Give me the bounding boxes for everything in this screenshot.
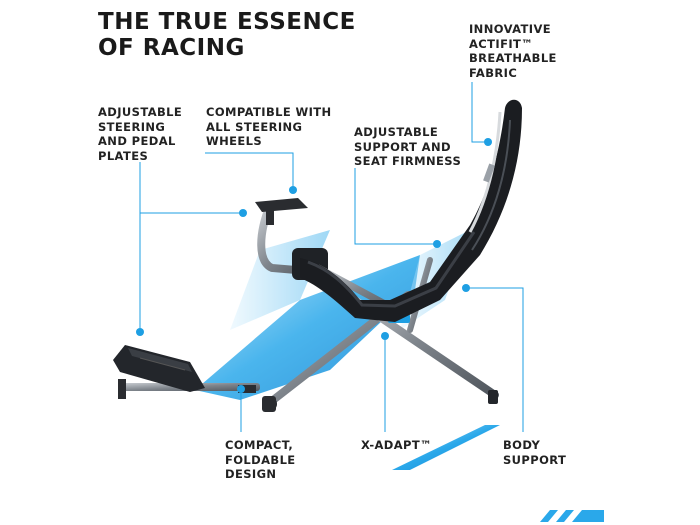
callout-body-line: BODY xyxy=(503,438,541,452)
callout-body-line: SUPPORT xyxy=(503,452,567,467)
page-title: THE TRUE ESSENCE OF RACING xyxy=(98,9,356,61)
callout-fabric-line: ACTIFIT™ xyxy=(469,36,534,51)
title-line-2: OF RACING xyxy=(98,35,245,61)
callout-wheels-line: ALL STEERING xyxy=(206,119,303,134)
callout-wheels-line: WHEELS xyxy=(206,134,263,148)
callout-seat-line: ADJUSTABLE xyxy=(354,125,439,139)
callout-lines xyxy=(139,82,524,432)
callout-plates-line: STEERING xyxy=(98,119,166,134)
callout-compact: COMPACT, FOLDABLE DESIGN xyxy=(225,438,296,482)
pedal-plate xyxy=(113,345,205,392)
callout-compact-line: COMPACT, xyxy=(225,438,294,452)
callout-xadapt-line: X-ADAPT™ xyxy=(361,438,433,452)
callout-plates-line: AND PEDAL xyxy=(98,134,176,148)
callout-fabric-line: INNOVATIVE xyxy=(469,22,552,36)
callout-plates-line: PLATES xyxy=(98,148,149,163)
callout-compact-line: FOLDABLE xyxy=(225,452,296,467)
callout-seat-line: SUPPORT AND xyxy=(354,139,451,154)
callout-wheels: COMPATIBLE WITH ALL STEERING WHEELS xyxy=(206,105,332,149)
callout-seat: ADJUSTABLE SUPPORT AND SEAT FIRMNESS xyxy=(354,125,461,169)
callout-body: BODY SUPPORT xyxy=(503,438,566,467)
callout-plates: ADJUSTABLE STEERING AND PEDAL PLATES xyxy=(98,105,182,163)
callout-seat-line: SEAT FIRMNESS xyxy=(354,154,462,168)
callout-fabric-line: BREATHABLE xyxy=(469,51,557,65)
callout-fabric-line: FABRIC xyxy=(469,65,518,80)
callout-xadapt: X-ADAPT™ xyxy=(361,438,432,453)
callout-dots xyxy=(136,138,492,393)
seat xyxy=(300,99,522,322)
callout-plates-line: ADJUSTABLE xyxy=(98,105,183,119)
callout-compact-line: DESIGN xyxy=(225,467,277,481)
callout-fabric: INNOVATIVE ACTIFIT™ BREATHABLE FABRIC xyxy=(469,22,557,80)
title-line-1: THE TRUE ESSENCE xyxy=(98,9,356,35)
callout-wheels-line: COMPATIBLE WITH xyxy=(206,105,332,119)
